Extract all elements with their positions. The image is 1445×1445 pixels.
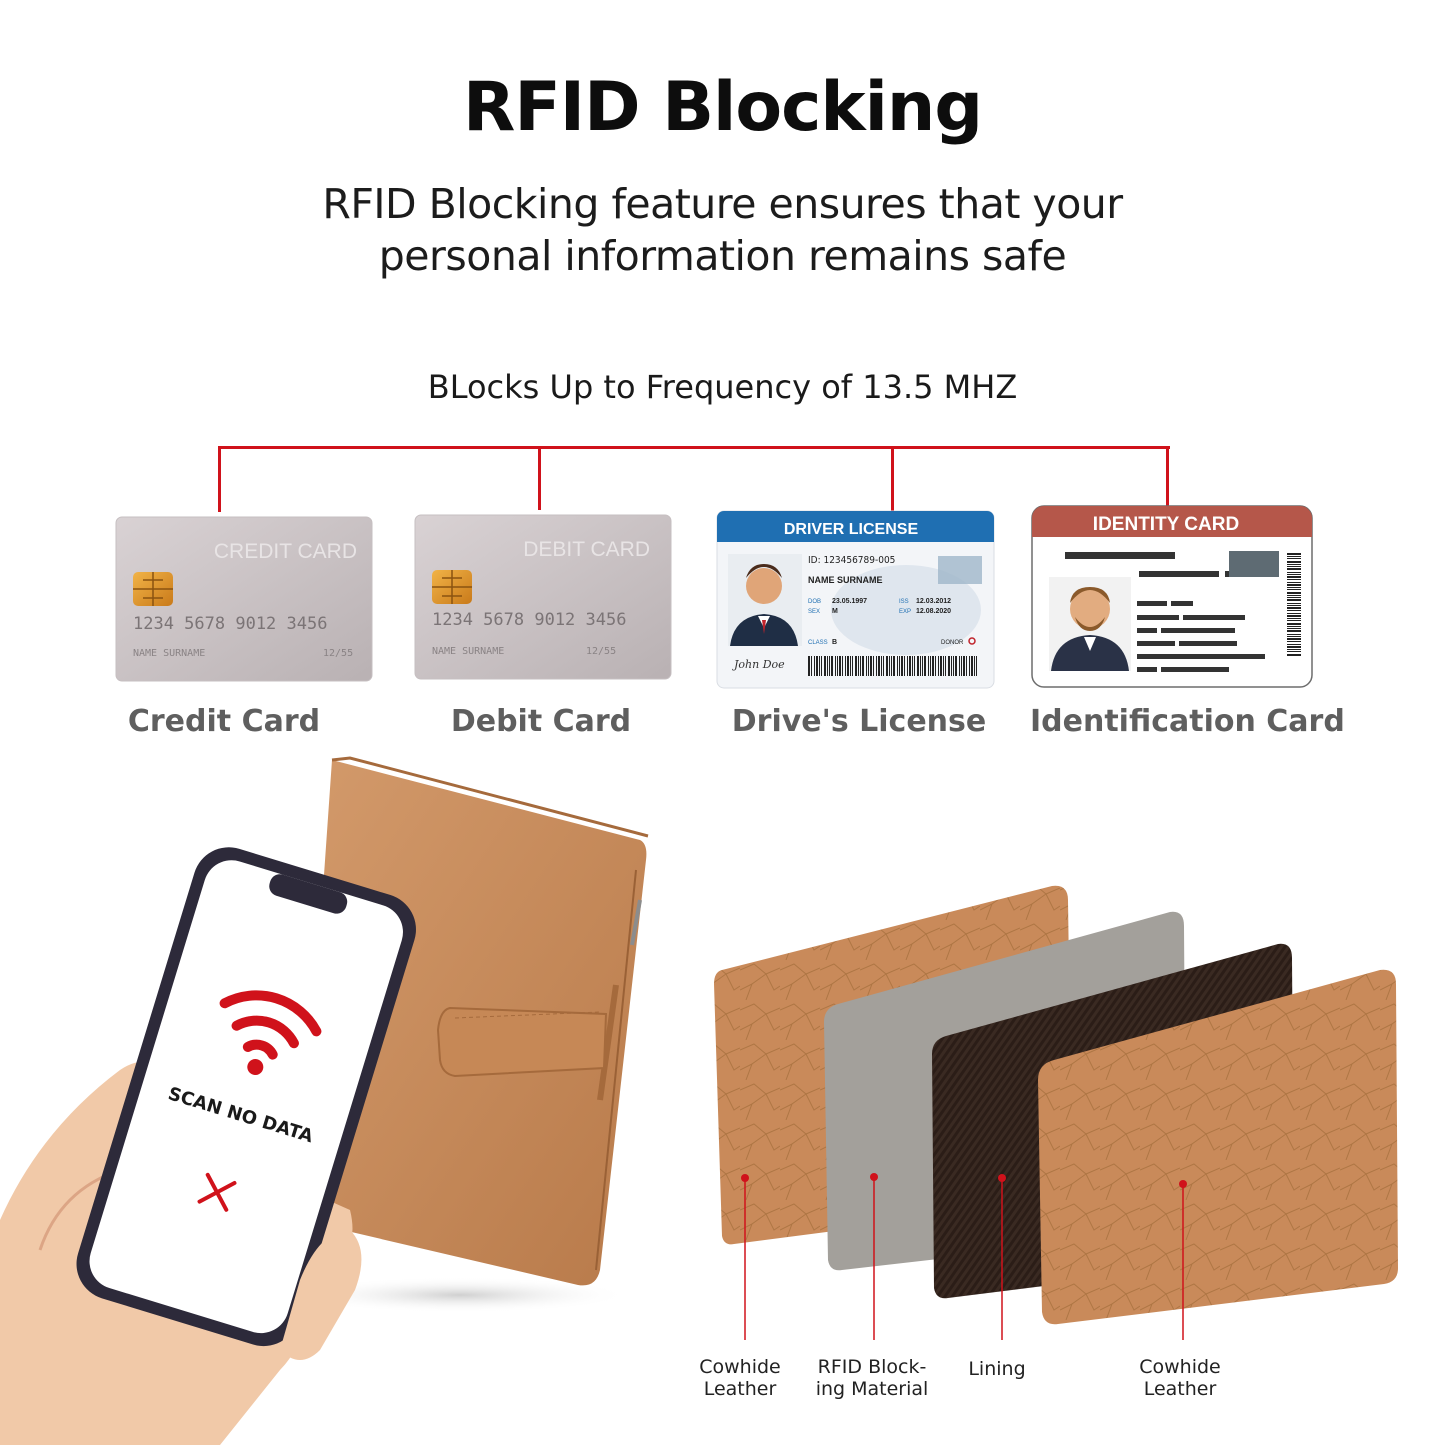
svg-text:EXP: EXP (899, 609, 911, 615)
subtitle-line-1: RFID Blocking feature ensures that your (322, 180, 1123, 228)
page-title: RFID Blocking (462, 68, 983, 147)
identity-card-image: IDENTITY CARD (1031, 505, 1313, 688)
wallet-icon (300, 756, 649, 1286)
frequency-text: BLocks Up to Frequency of 13.5 MHZ (427, 368, 1018, 406)
svg-text:CLASS: CLASS (808, 640, 828, 646)
subtitle-line-2: personal information remains safe (378, 232, 1067, 280)
credit-card-expiry: 12/55 (323, 648, 353, 659)
debit-card-label: Debit Card (450, 704, 632, 739)
credit-card-label: Credit Card (127, 704, 321, 739)
wifi-signal-icon (219, 990, 322, 1076)
world-map-icon (1229, 551, 1279, 577)
person-icon (746, 568, 782, 604)
driver-license-image: DRIVER LICENSE ID: 123456789-005 NAME SU… (716, 510, 995, 689)
svg-text:B: B (832, 639, 837, 646)
pointer-dot (1179, 1180, 1187, 1188)
debit-card-number: 1234 5678 9012 3456 (432, 610, 626, 630)
identity-face-title: IDENTITY CARD (1093, 514, 1239, 535)
person-icon (1070, 589, 1110, 629)
svg-text:12.03.2012: 12.03.2012 (916, 598, 951, 605)
layer-label-3: Lining (968, 1358, 1026, 1380)
svg-text:ISS: ISS (899, 599, 909, 605)
credit-card-image: CREDIT CARD 1234 5678 9012 3456 NAME SUR… (115, 516, 373, 682)
svg-text:SEX: SEX (808, 609, 820, 615)
barcode-icon (808, 656, 977, 676)
debit-card-holder: NAME SURNAME (432, 646, 504, 657)
debit-card-face-title: DEBIT CARD (523, 538, 650, 561)
smartphone-icon: SCAN NO DATA (76, 847, 416, 1347)
layer-label-2: RFID Block-ing Material (815, 1356, 929, 1400)
license-signature: John Doe (732, 658, 785, 671)
license-label: Drive's License (731, 704, 987, 739)
pointer-dot (998, 1174, 1006, 1182)
credit-card-face-title: CREDIT CARD (214, 540, 357, 563)
pointer-dot (741, 1174, 749, 1182)
svg-text:DONOR: DONOR (941, 640, 964, 646)
credit-card-holder: NAME SURNAME (133, 648, 205, 659)
credit-card-number: 1234 5678 9012 3456 (133, 614, 327, 634)
debit-card-expiry: 12/55 (586, 646, 616, 657)
svg-text:DOB: DOB (808, 599, 821, 605)
pointer-dot (870, 1173, 878, 1181)
hologram-icon (938, 556, 982, 584)
license-id: ID: 123456789-005 (808, 555, 895, 566)
license-face-title: DRIVER LICENSE (784, 521, 919, 538)
material-layers-illustration (714, 885, 1398, 1340)
identity-card-label: Identification Card (1030, 704, 1345, 739)
cowhide-layer-front (1038, 969, 1398, 1325)
error-x-icon (197, 1172, 237, 1212)
svg-text:23.05.1997: 23.05.1997 (832, 598, 867, 605)
debit-card-image: DEBIT CARD 1234 5678 9012 3456 NAME SURN… (414, 514, 672, 680)
svg-text:12.08.2020: 12.08.2020 (916, 608, 951, 615)
wallet-phone-illustration: SCAN NO DATA (0, 756, 649, 1445)
svg-text:M: M (832, 608, 838, 615)
license-name: NAME SURNAME (808, 575, 883, 585)
